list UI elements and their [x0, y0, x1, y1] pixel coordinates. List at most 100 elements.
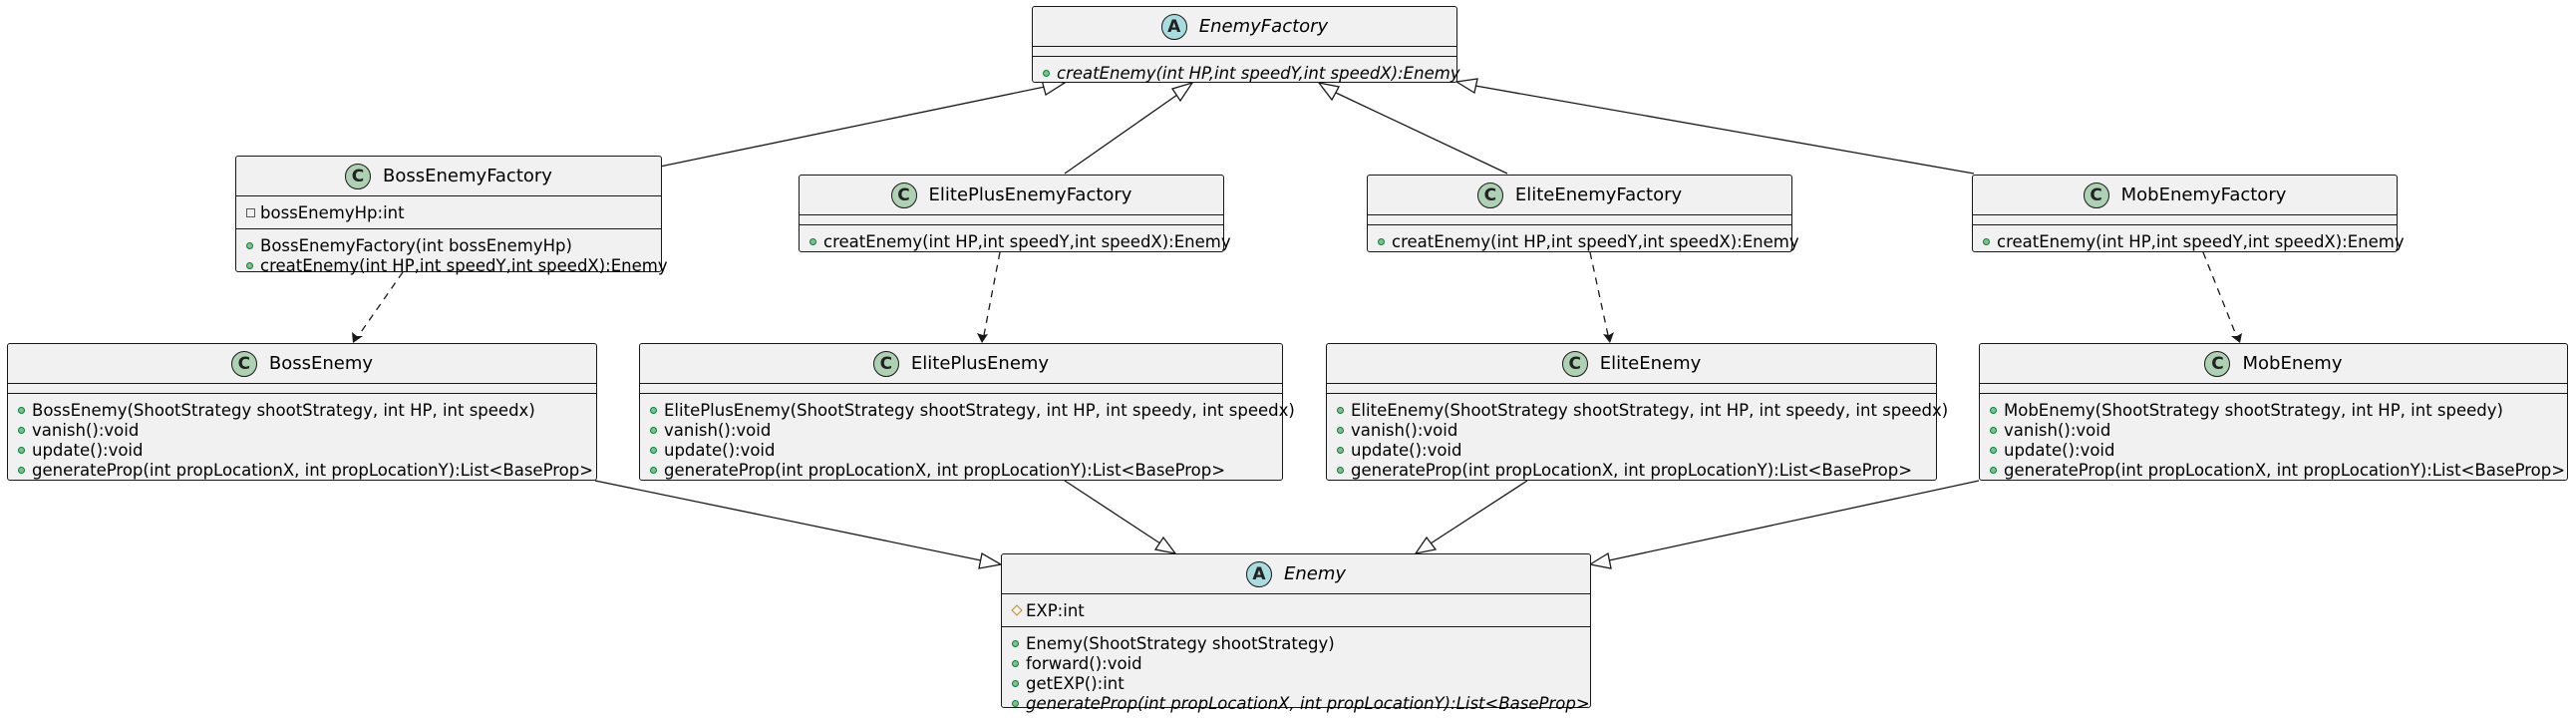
- fields-section: [1980, 384, 2567, 394]
- method: vanish():void: [650, 420, 1282, 440]
- public-visibility-icon: [18, 466, 25, 474]
- method: generateProp(int propLocationX, int prop…: [650, 460, 1282, 480]
- class-mob-enemy-factory[interactable]: C MobEnemyFactory creatEnemy(int HP,int …: [1972, 175, 2405, 252]
- abstract-class-icon: A: [1245, 560, 1272, 587]
- method: creatEnemy(int HP,int speedY,int speedX)…: [246, 255, 668, 275]
- class-name: MobEnemy: [2242, 353, 2343, 374]
- public-visibility-icon: [1012, 659, 1019, 667]
- method: vanish():void: [1990, 420, 2567, 440]
- methods-section: MobEnemy(ShootStrategy shootStrategy, in…: [1980, 394, 2567, 486]
- public-visibility-icon: [1012, 679, 1019, 687]
- public-visibility-icon: [1337, 446, 1344, 454]
- public-visibility-icon: [650, 426, 657, 434]
- edge-boss-factory-to-enemy-factory: [659, 79, 1067, 168]
- class-elite-plus-enemy-factory[interactable]: C ElitePlusEnemyFactory creatEnemy(int H…: [799, 175, 1231, 252]
- public-visibility-icon: [1378, 237, 1385, 245]
- public-visibility-icon: [1012, 699, 1019, 707]
- public-visibility-icon: [650, 466, 657, 474]
- methods-section: EliteEnemy(ShootStrategy shootStrategy, …: [1327, 394, 1948, 486]
- edge-boss-factory-to-boss-enemy: [352, 271, 404, 343]
- method: update():void: [18, 440, 596, 460]
- fields-section: EXP:int: [1002, 594, 1590, 627]
- edge-elite-factory-to-enemy-factory: [1317, 82, 1508, 175]
- class-name: BossEnemyFactory: [383, 166, 552, 186]
- methods-section: Enemy(ShootStrategy shootStrategy) forwa…: [1002, 627, 1590, 719]
- method: generateProp(int propLocationX, int prop…: [1012, 693, 1590, 713]
- class-enemy[interactable]: A Enemy EXP:int Enemy(ShootStrategy shoo…: [1001, 553, 1591, 713]
- class-icon: C: [890, 181, 917, 208]
- class-enemy-factory[interactable]: A EnemyFactory creatEnemy(int HP,int spe…: [1032, 6, 1460, 83]
- abstract-class-icon: A: [1160, 13, 1187, 40]
- edge-mob-enemy-to-enemy: [1588, 480, 1980, 569]
- public-visibility-icon: [1990, 466, 1997, 474]
- class-boss-enemy-factory[interactable]: C BossEnemyFactory bossEnemyHp:int BossE…: [235, 156, 668, 275]
- public-visibility-icon: [18, 426, 25, 434]
- class-name: ElitePlusEnemy: [910, 353, 1050, 374]
- method: getEXP():int: [1012, 673, 1590, 693]
- method: update():void: [1337, 440, 1936, 460]
- class-name: EliteEnemyFactory: [1514, 184, 1683, 205]
- method: EliteEnemy(ShootStrategy shootStrategy, …: [1337, 400, 1948, 420]
- protected-visibility-icon: [1011, 604, 1023, 616]
- edge-eliteplus-factory-to-eliteplus-enemy: [977, 251, 1001, 343]
- edge-boss-enemy-to-enemy: [594, 480, 1003, 569]
- class-name: Enemy: [1283, 563, 1347, 584]
- class-name: EliteEnemy: [1599, 353, 1702, 374]
- field: EXP:int: [1011, 600, 1590, 620]
- class-header: C EliteEnemy: [1327, 344, 1936, 384]
- public-visibility-icon: [1990, 406, 1997, 414]
- method: vanish():void: [1337, 420, 1936, 440]
- fields-section: [640, 384, 1282, 394]
- public-visibility-icon: [809, 237, 816, 245]
- class-name: MobEnemyFactory: [2120, 184, 2287, 205]
- class-header: C BossEnemyFactory: [236, 157, 661, 196]
- methods-section: BossEnemyFactory(int bossEnemyHp) creatE…: [236, 229, 668, 281]
- class-header: C EliteEnemyFactory: [1368, 176, 1791, 215]
- public-visibility-icon: [18, 406, 25, 414]
- class-name: ElitePlusEnemyFactory: [928, 184, 1132, 205]
- method: creatEnemy(int HP,int speedY,int speedX)…: [1983, 231, 2405, 251]
- public-visibility-icon: [650, 446, 657, 454]
- class-boss-enemy[interactable]: C BossEnemy BossEnemy(ShootStrategy shoo…: [7, 343, 597, 481]
- edge-eliteplus-enemy-to-enemy: [1064, 480, 1177, 554]
- class-header: A Enemy: [1002, 554, 1590, 594]
- method: creatEnemy(int HP,int speedY,int speedX)…: [809, 231, 1231, 251]
- fields-section: [1368, 215, 1791, 225]
- public-visibility-icon: [1990, 446, 1997, 454]
- public-visibility-icon: [1983, 237, 1990, 245]
- public-visibility-icon: [18, 446, 25, 454]
- class-icon: C: [2204, 350, 2231, 377]
- method: creatEnemy(int HP,int speedY,int speedX)…: [1043, 63, 1460, 83]
- public-visibility-icon: [246, 261, 253, 269]
- methods-section: creatEnemy(int HP,int speedY,int speedX)…: [1973, 225, 2405, 257]
- class-elite-enemy[interactable]: C EliteEnemy EliteEnemy(ShootStrategy sh…: [1326, 343, 1948, 481]
- method: generateProp(int propLocationX, int prop…: [1337, 460, 1936, 480]
- fields-section: [8, 384, 596, 394]
- edge-elite-factory-to-elite-enemy: [1589, 251, 1614, 343]
- methods-section: creatEnemy(int HP,int speedY,int speedX)…: [800, 225, 1231, 257]
- method: update():void: [1990, 440, 2567, 460]
- method: creatEnemy(int HP,int speedY,int speedX)…: [1378, 231, 1799, 251]
- method: forward():void: [1012, 653, 1590, 673]
- methods-section: BossEnemy(ShootStrategy shootStrategy, i…: [8, 394, 596, 486]
- class-header: C MobEnemy: [1980, 344, 2567, 384]
- class-icon: C: [872, 350, 899, 377]
- class-icon: C: [1561, 350, 1588, 377]
- edge-elite-enemy-to-enemy: [1414, 480, 1528, 554]
- class-header: C MobEnemyFactory: [1973, 176, 2397, 215]
- class-name: EnemyFactory: [1198, 16, 1329, 37]
- method: ElitePlusEnemy(ShootStrategy shootStrate…: [650, 400, 1295, 420]
- class-mob-enemy[interactable]: C MobEnemy MobEnemy(ShootStrategy shootS…: [1979, 343, 2568, 481]
- class-header: C ElitePlusEnemy: [640, 344, 1282, 384]
- private-visibility-icon: [246, 207, 255, 217]
- public-visibility-icon: [1337, 406, 1344, 414]
- method: BossEnemy(ShootStrategy shootStrategy, i…: [18, 400, 596, 420]
- class-elite-plus-enemy[interactable]: C ElitePlusEnemy ElitePlusEnemy(ShootStr…: [639, 343, 1295, 481]
- method: generateProp(int propLocationX, int prop…: [1990, 460, 2567, 480]
- class-name: BossEnemy: [268, 353, 374, 374]
- field: bossEnemyHp:int: [246, 202, 661, 222]
- class-header: C BossEnemy: [8, 344, 596, 384]
- fields-section: [1973, 215, 2397, 225]
- class-elite-enemy-factory[interactable]: C EliteEnemyFactory creatEnemy(int HP,in…: [1367, 175, 1799, 252]
